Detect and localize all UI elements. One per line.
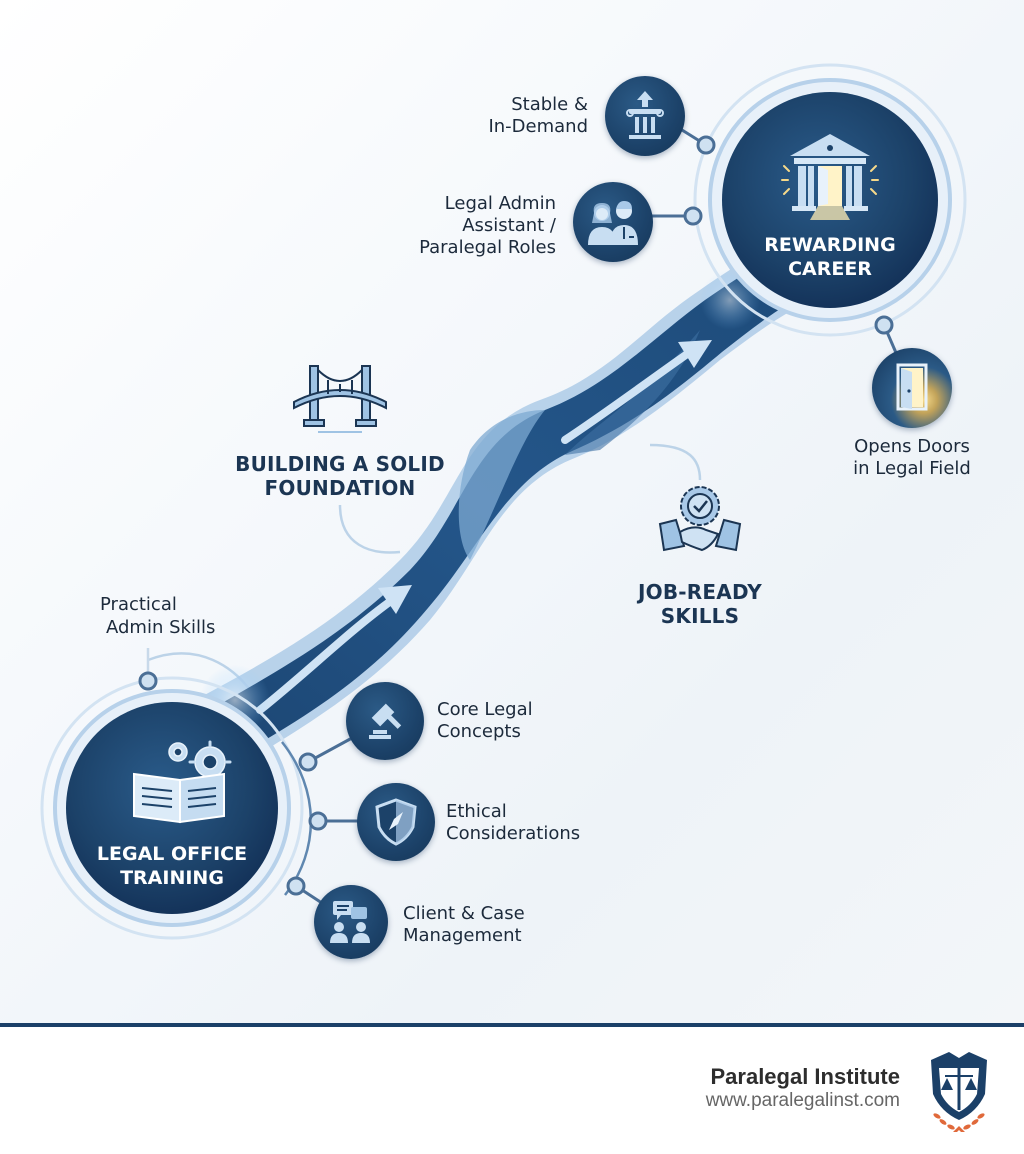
branch-label-line2: Admin Skills (106, 617, 216, 638)
milestone-foundation-line1: BUILDING A SOLID (235, 452, 445, 476)
branch-label-line1: Legal Admin (444, 193, 556, 214)
scales-shield-logo-icon (931, 1052, 987, 1132)
branch-label-line1: Ethical (446, 801, 507, 822)
milestone-foundation-line2: FOUNDATION (264, 476, 416, 500)
professionals-icon (588, 201, 638, 245)
branch-label-line2: in Legal Field (853, 458, 971, 479)
footer (0, 1027, 1024, 1154)
branch-label-line1: Core Legal (437, 699, 533, 720)
pathway-graphic (40, 63, 967, 940)
book-gears-icon (133, 740, 232, 824)
open-door-icon-node (872, 348, 952, 428)
infographic-canvas: LEGAL OFFICE TRAINING REWARDING CAREER (0, 0, 1024, 1024)
branch-label-line1: Practical (100, 594, 177, 615)
shield-compass-icon (375, 798, 417, 846)
branch-label-line2: Management (403, 925, 522, 946)
milestone-job-ready-line2: SKILLS (660, 604, 740, 628)
branch-label-line2: Considerations (446, 823, 581, 844)
chat-people-icon-node (314, 885, 388, 959)
badge-handshake-icon (658, 486, 742, 552)
pillar-arrow-icon-node (605, 76, 685, 156)
branch-label-line1: Client & Case (403, 903, 525, 924)
bridge-icon (293, 365, 387, 433)
courthouse-door-icon (781, 134, 879, 220)
brand-url-link[interactable]: www.paralegalinst.com (705, 1090, 900, 1111)
gavel-icon-node (346, 682, 424, 760)
branch-label-line2: Assistant / (462, 215, 556, 236)
start-hub-title-line1: LEGAL OFFICE (96, 843, 248, 865)
pillar-arrow-icon (626, 91, 664, 139)
footer-divider (0, 1023, 1024, 1027)
start-hub-title-line2: TRAINING (120, 867, 224, 889)
end-hub-title-line1: REWARDING (764, 234, 896, 256)
progress-arrows (256, 348, 694, 714)
branch-label-line1: Opens Doors (854, 436, 970, 457)
gavel-icon (369, 703, 402, 739)
end-connectors (652, 128, 902, 363)
branch-label-line1: Stable & (511, 94, 588, 115)
branch-label-line2: In-Demand (488, 116, 588, 137)
shield-compass-icon-node (357, 783, 435, 861)
end-hub-title-line2: CAREER (788, 258, 872, 280)
brand-name: Paralegal Institute (710, 1064, 900, 1089)
milestone-job-ready-line1: JOB-READY (638, 580, 762, 604)
chat-people-icon (330, 901, 370, 943)
professionals-icon-node (573, 182, 653, 262)
open-door-icon (896, 363, 928, 411)
branch-label-line3: Paralegal Roles (419, 237, 556, 258)
branch-label-line2: Concepts (437, 721, 521, 742)
